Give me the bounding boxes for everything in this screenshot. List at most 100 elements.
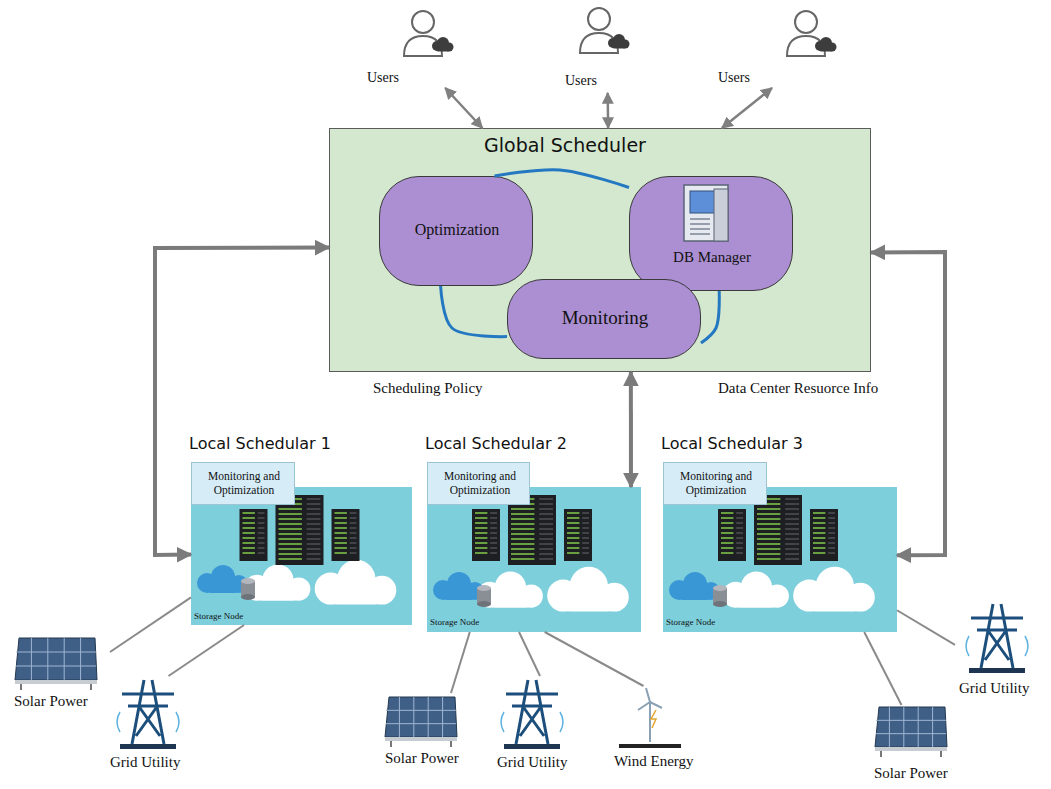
illustration-part: [511, 528, 534, 530]
node-label: Local Schedular 1: [189, 435, 399, 453]
illustration-part: [813, 512, 825, 514]
illustration-part: [754, 495, 802, 565]
illustration-part: [258, 542, 265, 544]
server-illustration: [663, 487, 897, 632]
illustration-part: [307, 523, 321, 525]
illustration-part: [350, 542, 357, 544]
node-label: Users: [718, 70, 763, 86]
illustration-part: [258, 522, 265, 524]
illustration-part: [432, 37, 454, 52]
illustration-part: [795, 11, 817, 33]
solar-panel-graphic: [15, 638, 97, 690]
illustration-part: [258, 512, 265, 514]
illustration-part: [966, 636, 1028, 656]
illustration-part: [736, 532, 743, 534]
illustration-part: [828, 522, 835, 524]
illustration-part: [638, 688, 662, 710]
illustration-part: [588, 8, 610, 30]
illustration-part: [399, 697, 400, 737]
illustration-part: [612, 43, 626, 49]
illustration-part: [736, 542, 743, 544]
user-icon: Users: [555, 5, 640, 93]
user-icon-graphic: [784, 8, 832, 58]
illustration-part: [307, 498, 321, 500]
illustration-part: [721, 532, 733, 534]
grid-pylon-graphic: [500, 678, 564, 750]
illustration-part: [828, 537, 835, 539]
illustration-part: [690, 228, 710, 230]
illustration-part: [932, 707, 933, 747]
wind-turbine-graphic: [617, 688, 683, 750]
node-sublabel: Storage Node: [194, 611, 284, 621]
illustration-part: [350, 537, 357, 539]
illustration-part: [307, 533, 321, 535]
illustration-part: [490, 537, 497, 539]
illustration-part: [567, 527, 579, 529]
illustration-part: [350, 547, 357, 549]
server-illustration: [427, 487, 641, 632]
illustration-part: [785, 498, 799, 500]
illustration-part: [567, 542, 579, 544]
illustration-part: [487, 592, 534, 608]
illustration-part: [971, 604, 1023, 668]
illustration-part: [279, 538, 302, 540]
node-sublabel: Storage Node: [666, 617, 756, 627]
illustration-part: [813, 527, 825, 529]
illustration-part: [580, 33, 618, 53]
illustration-part: [582, 537, 589, 539]
illustration-part: [490, 547, 497, 549]
illustration-part: [477, 571, 543, 607]
illustration-part: [608, 34, 630, 49]
illustration-part: [828, 517, 835, 519]
illustration-part: [511, 538, 534, 540]
node-label: Wind Energy: [614, 753, 714, 770]
illustration-part: [539, 498, 553, 500]
illustration-part: [721, 547, 733, 549]
data-arrow: [606, 93, 609, 128]
illustration-part: [350, 522, 357, 524]
illustration-part: [385, 737, 457, 741]
illustration-part: [567, 552, 579, 554]
illustration-part: [757, 548, 780, 550]
process-box: Monitoring and Optimization: [427, 462, 530, 505]
illustration-part: [122, 680, 174, 744]
node-label: Monitoring and Optimization: [194, 470, 294, 496]
illustration-part: [793, 567, 875, 612]
grid-pylon-graphic: [965, 602, 1029, 674]
illustration-part: [539, 533, 553, 535]
illustration-part: [243, 522, 255, 524]
illustration-part: [255, 585, 302, 601]
illustration-part: [472, 509, 500, 561]
illustration-part: [757, 543, 780, 545]
illustration-part: [511, 533, 534, 535]
illustration-part: [736, 527, 743, 529]
node-label: Global Scheduler: [460, 135, 670, 157]
illustration-part: [117, 712, 179, 732]
grid-pylon: Grid Utility: [495, 676, 595, 774]
node-label: Grid Utility: [959, 680, 1051, 697]
illustration-part: [785, 538, 799, 540]
illustration-part: [560, 592, 618, 611]
illustration-part: [582, 542, 589, 544]
process-box: Monitoring and Optimization: [663, 462, 767, 505]
illustration-part: [813, 542, 825, 544]
illustration-part: [721, 517, 733, 519]
illustration-part: [813, 537, 825, 539]
process-box: Monitoring: [507, 279, 701, 359]
data-arrow: [629, 372, 633, 487]
illustration-part: [243, 547, 255, 549]
illustration-part: [332, 509, 360, 561]
illustration-part: [813, 552, 825, 554]
illustration-part: [335, 517, 347, 519]
illustration-part: [442, 697, 443, 737]
illustration-part: [412, 11, 434, 33]
data-center-box: Local Schedular 2Storage NodeMonitoring …: [427, 487, 641, 632]
illustration-part: [721, 522, 733, 524]
illustration-part: [16, 652, 96, 653]
illustration-part: [785, 553, 799, 555]
illustration-part: [828, 542, 835, 544]
illustration-part: [404, 36, 442, 56]
node-label: Monitoring and Optimization: [666, 470, 766, 496]
illustration-part: [757, 528, 780, 530]
